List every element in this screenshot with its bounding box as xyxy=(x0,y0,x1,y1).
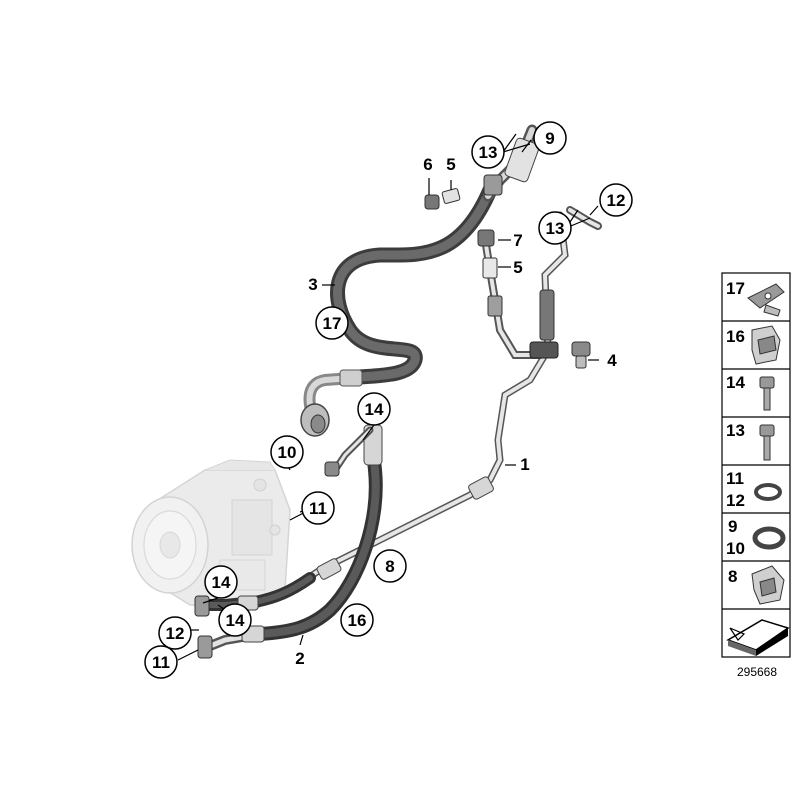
service-branch-7-5 xyxy=(477,229,559,359)
svg-text:12: 12 xyxy=(607,191,626,210)
svg-text:10: 10 xyxy=(726,539,745,558)
legend-row-11-12: 11 12 xyxy=(726,469,782,510)
svg-text:9: 9 xyxy=(728,517,737,536)
svg-text:17: 17 xyxy=(726,279,745,298)
bolt-icon xyxy=(759,376,775,411)
svg-text:8: 8 xyxy=(385,557,394,576)
clamp-icon xyxy=(751,325,781,365)
svg-text:17: 17 xyxy=(323,314,342,333)
gasket-sheet-icon xyxy=(726,619,790,656)
svg-text:8: 8 xyxy=(728,567,737,586)
svg-text:16: 16 xyxy=(726,327,745,346)
svg-text:12: 12 xyxy=(166,624,185,643)
label-5-top: 5 xyxy=(446,155,455,174)
svg-text:11: 11 xyxy=(309,499,327,518)
label-5-mid: 5 xyxy=(513,258,522,277)
label-7: 7 xyxy=(513,231,522,250)
clip-icon xyxy=(747,283,785,317)
legend-row-14: 14 xyxy=(726,373,775,411)
callout-10: 10 xyxy=(270,435,304,469)
cap-6-and-valve-5 xyxy=(424,188,461,210)
callout-14-low-2: 14 xyxy=(218,603,252,637)
svg-text:14: 14 xyxy=(365,400,384,419)
liquid-line-1 xyxy=(246,206,602,609)
svg-text:11: 11 xyxy=(726,469,744,488)
callout-12-low: 12 xyxy=(158,616,192,650)
label-4: 4 xyxy=(607,351,617,370)
svg-text:10: 10 xyxy=(278,443,297,462)
label-3: 3 xyxy=(308,275,317,294)
large-o-ring-icon xyxy=(752,526,786,550)
compressor-illustration xyxy=(131,459,291,611)
callout-17: 17 xyxy=(315,306,349,340)
callout-8: 8 xyxy=(373,549,407,583)
legend-row-16: 16 xyxy=(726,325,781,365)
legend-row-sheet xyxy=(726,619,790,656)
callout-13-top: 13 xyxy=(471,135,505,169)
legend-row-8: 8 xyxy=(728,565,785,605)
svg-text:13: 13 xyxy=(726,421,745,440)
small-o-ring-icon xyxy=(754,483,782,501)
plain-labels: 6 5 7 5 4 3 1 2 xyxy=(295,155,617,668)
bolt-icon xyxy=(759,424,775,461)
legend-row-13: 13 xyxy=(726,421,775,461)
callout-9: 9 xyxy=(533,121,567,155)
label-6: 6 xyxy=(423,155,432,174)
legend-row-9-10: 9 10 xyxy=(726,517,786,558)
callout-12-right: 12 xyxy=(599,183,633,217)
callout-11-low: 11 xyxy=(144,645,178,679)
callout-11-mid: 11 xyxy=(301,491,335,525)
svg-text:14: 14 xyxy=(212,573,231,592)
bracket-icon xyxy=(751,565,785,605)
pressure-sensor-4 xyxy=(571,341,591,369)
svg-text:14: 14 xyxy=(226,611,245,630)
parts-legend: 17 16 14 13 xyxy=(721,272,791,658)
callout-14-low: 14 xyxy=(204,565,238,599)
upper-fitting-9 xyxy=(482,124,540,202)
callout-14-mid: 14 xyxy=(357,392,391,426)
svg-text:14: 14 xyxy=(726,373,745,392)
callout-16: 16 xyxy=(340,603,374,637)
svg-text:11: 11 xyxy=(152,653,170,672)
svg-text:16: 16 xyxy=(348,611,367,630)
svg-text:13: 13 xyxy=(546,219,565,238)
callouts: 13 9 13 12 17 14 10 11 xyxy=(144,121,633,679)
legend-row-17: 17 xyxy=(726,279,785,317)
callout-13-right: 13 xyxy=(538,211,572,245)
label-2: 2 xyxy=(295,649,304,668)
svg-text:9: 9 xyxy=(545,129,554,148)
svg-text:12: 12 xyxy=(726,491,745,510)
svg-text:13: 13 xyxy=(479,143,498,162)
fitting-14-mid xyxy=(324,426,374,477)
reference-number: 295668 xyxy=(737,665,777,679)
label-1: 1 xyxy=(520,455,529,474)
